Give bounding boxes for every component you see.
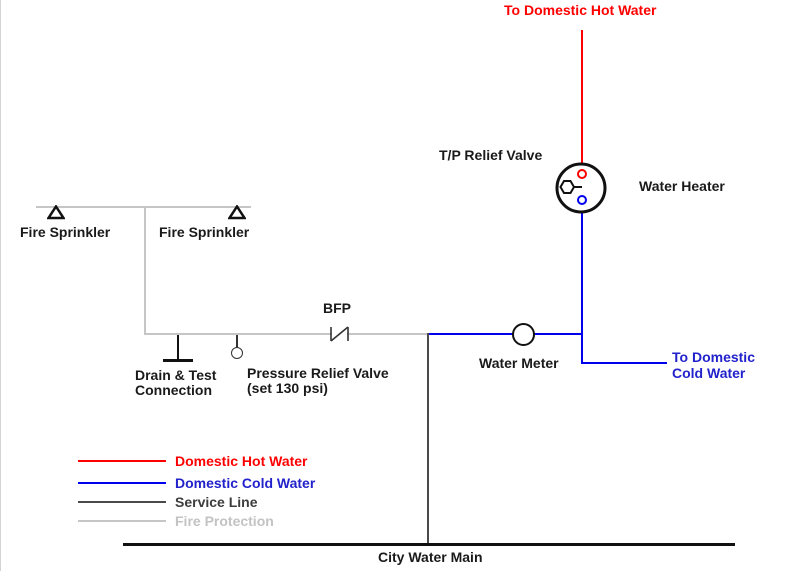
tp-relief-valve-port-icon xyxy=(559,180,576,194)
pressure-relief-line2: (set 130 psi) xyxy=(247,380,328,396)
legend-row-cold-water: Domestic Cold Water xyxy=(78,475,315,491)
legend-line-fire-protection xyxy=(78,519,166,523)
hot-outlet-port-icon xyxy=(577,169,587,179)
legend-label-fire-protection: Fire Protection xyxy=(175,513,274,529)
fire-protection-header-pipe xyxy=(36,206,251,208)
pressure-relief-valve-label: Pressure Relief Valve (set 130 psi) xyxy=(247,366,389,396)
service-line-riser xyxy=(427,333,429,545)
legend-label-cold-water: Domestic Cold Water xyxy=(175,475,316,491)
legend-row-service-line: Service Line xyxy=(78,494,258,510)
drain-test-stem xyxy=(177,335,179,361)
drain-line1: Drain & Test xyxy=(135,367,217,383)
to-domestic-cold-line2: Cold Water xyxy=(672,365,746,381)
legend-line-cold-water xyxy=(78,481,166,485)
fire-sprinkler-label-left: Fire Sprinkler xyxy=(20,224,111,240)
legend-row-hot-water: Domestic Hot Water xyxy=(78,453,308,469)
fire-sprinkler-icon-right xyxy=(228,205,246,220)
legend-line-service xyxy=(78,500,166,504)
bfp-label: BFP xyxy=(323,300,351,316)
city-water-main-label: City Water Main xyxy=(378,549,483,565)
hot-water-pipe-vertical xyxy=(581,30,583,164)
cold-inlet-port-icon xyxy=(577,195,587,205)
to-domestic-hot-water-label: To Domestic Hot Water xyxy=(504,2,657,18)
to-domestic-cold-line1: To Domestic xyxy=(672,349,755,365)
fire-protection-riser-pipe xyxy=(144,206,146,335)
tp-relief-valve-label: T/P Relief Valve xyxy=(439,147,543,163)
legend-label-hot-water: Domestic Hot Water xyxy=(175,453,308,469)
cold-water-pipe-horizontal xyxy=(429,333,582,335)
water-meter-icon xyxy=(512,323,535,346)
cold-water-branch-horizontal xyxy=(581,362,667,364)
drain-test-connection-label: Drain & Test Connection xyxy=(135,368,216,398)
legend-line-hot-water xyxy=(78,459,166,463)
water-meter-label: Water Meter xyxy=(479,355,559,371)
fire-sprinkler-label-right: Fire Sprinkler xyxy=(159,224,250,240)
city-water-main-line xyxy=(123,543,735,546)
bfp-check-valve-icon xyxy=(330,326,349,342)
to-domestic-cold-water-label: To Domestic Cold Water xyxy=(672,349,755,381)
pressure-relief-valve-icon xyxy=(231,347,243,359)
pressure-relief-line1: Pressure Relief Valve xyxy=(247,365,389,381)
drain-test-bar-icon xyxy=(163,359,193,362)
legend-row-fire-protection: Fire Protection xyxy=(78,513,274,529)
pressure-relief-valve-stem xyxy=(236,335,238,348)
water-heater-label: Water Heater xyxy=(639,178,725,194)
drain-line2: Connection xyxy=(135,382,212,398)
legend-label-service: Service Line xyxy=(175,494,258,510)
fire-protection-main-right xyxy=(347,333,427,335)
water-heater-icon xyxy=(555,162,607,214)
cold-water-pipe-vertical xyxy=(581,211,583,364)
fire-sprinkler-icon-left xyxy=(47,205,65,220)
fire-protection-main-left xyxy=(144,333,332,335)
